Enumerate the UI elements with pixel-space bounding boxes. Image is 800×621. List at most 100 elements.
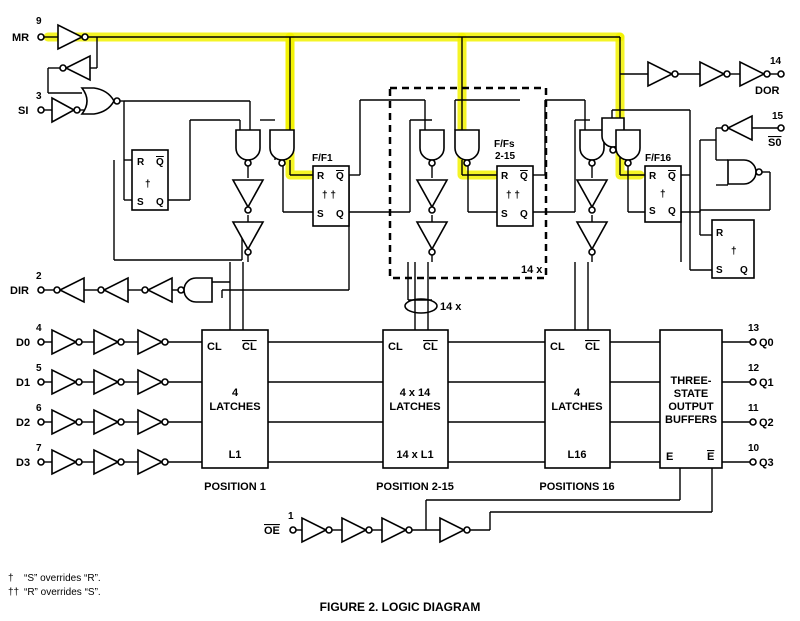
d0-buffer-3 bbox=[137, 328, 164, 356]
q3-pin-number: 10 bbox=[748, 443, 760, 454]
mr-pin-label: MR bbox=[12, 32, 29, 44]
dor-pin-label: DOR bbox=[755, 85, 780, 97]
pos1-bottom: L1 bbox=[229, 449, 242, 461]
ff1-r: R bbox=[317, 171, 325, 182]
d2-buffer-1 bbox=[51, 408, 78, 436]
d1-pin-number: 5 bbox=[36, 363, 42, 374]
mr-pin-number: 9 bbox=[36, 16, 42, 27]
footnote-2-text: “R” overrides “S”. bbox=[24, 587, 101, 598]
rs-latch-input: R Q † S Q bbox=[131, 149, 169, 211]
ff16-left-nand bbox=[579, 129, 605, 161]
buffers-line3: OUTPUT bbox=[668, 401, 714, 413]
ff1-s: S bbox=[317, 209, 324, 220]
rs-output-mark: † bbox=[731, 246, 737, 257]
pos215-bottom: 14 x L1 bbox=[396, 449, 433, 461]
d3-pin-label: D3 bbox=[16, 457, 30, 469]
footnote-1-mark: † bbox=[8, 573, 14, 584]
output-buffer-block: THREE- STATE OUTPUT BUFFERS E E bbox=[659, 329, 723, 469]
footnotes: †“S” overrides “R”. ††“R” overrides “S”. bbox=[8, 572, 101, 600]
d0-buffer-1 bbox=[51, 328, 78, 356]
latch-block-pos16: CL CL 4 LATCHES L16 bbox=[544, 329, 611, 469]
pos1-clbar: CL bbox=[242, 341, 257, 353]
dir-gate-1 bbox=[58, 276, 85, 304]
d3-buffer-2 bbox=[93, 448, 120, 476]
footnote-2: †† “R” overrides “S”. bbox=[8, 586, 101, 600]
oe-pin-number: 1 bbox=[288, 511, 294, 522]
ff215-left-nand bbox=[419, 129, 445, 161]
ff16-s: S bbox=[649, 206, 656, 217]
d1-buffer-2 bbox=[93, 368, 120, 396]
bus-bundle-mark bbox=[404, 298, 438, 314]
si-buffer-gate bbox=[51, 96, 76, 124]
buffers-line2: STATE bbox=[674, 388, 708, 400]
ff215-right-nand bbox=[454, 129, 480, 161]
buffers-ebar: E bbox=[707, 451, 714, 463]
ff1-mark: † † bbox=[322, 190, 336, 201]
si-pin-number: 3 bbox=[36, 91, 42, 102]
mr-buffer-gate bbox=[57, 23, 84, 51]
si-pin-label: SI bbox=[18, 105, 28, 117]
rs-output-s: S bbox=[716, 265, 723, 276]
rs-input-s: S bbox=[137, 197, 144, 208]
pos215-line2: LATCHES bbox=[389, 401, 440, 413]
footnote-2-mark: †† bbox=[8, 587, 20, 598]
ff215-title-2: 2-15 bbox=[495, 151, 515, 162]
d0-buffer-2 bbox=[93, 328, 120, 356]
pos215-clbar: CL bbox=[423, 341, 438, 353]
latch-block-pos215: CL CL 4 x 14 LATCHES 14 x L1 bbox=[382, 329, 449, 469]
repeat-box-label: 14 x bbox=[521, 264, 543, 276]
d3-pin-number: 7 bbox=[36, 443, 42, 454]
pos215-line1: 4 x 14 bbox=[400, 387, 431, 399]
d1-buffer-3 bbox=[137, 368, 164, 396]
position-2-15-label: POSITION 2-15 bbox=[376, 481, 454, 493]
q1-pin-label: Q1 bbox=[759, 377, 774, 389]
pos215-cl: CL bbox=[388, 341, 403, 353]
gates bbox=[51, 23, 771, 544]
ff215-mark: † † bbox=[506, 190, 520, 201]
d1-pin-label: D1 bbox=[16, 377, 30, 389]
ff215-title-1: F/Fs bbox=[494, 139, 515, 150]
d2-buffer-3 bbox=[137, 408, 164, 436]
ff1-upper-inverter bbox=[231, 179, 265, 209]
ff16-right-nand bbox=[615, 129, 641, 161]
oe-buffer-1 bbox=[301, 516, 328, 544]
d2-pin-label: D2 bbox=[16, 417, 30, 429]
rs-input-q: Q bbox=[156, 197, 164, 208]
dir-gate-2 bbox=[102, 276, 129, 304]
pos16-line2: LATCHES bbox=[551, 401, 602, 413]
pos16-line1: 4 bbox=[574, 387, 581, 399]
flipflop-ff215: F/Fs 2-15 R Q † † S Q bbox=[494, 139, 534, 227]
ff1-left-nand bbox=[235, 129, 261, 161]
pos16-cl: CL bbox=[550, 341, 565, 353]
figure-title: FIGURE 2. LOGIC DIAGRAM bbox=[319, 600, 481, 614]
d2-buffer-2 bbox=[93, 408, 120, 436]
pin-terminals bbox=[37, 33, 785, 534]
pos16-bottom: L16 bbox=[568, 449, 587, 461]
ff16-r: R bbox=[649, 171, 657, 182]
dor-pin-number: 14 bbox=[770, 56, 782, 67]
oe-buffer-3 bbox=[381, 516, 408, 544]
latch-block-pos1: CL CL 4 LATCHES L1 bbox=[201, 329, 269, 469]
oe-buffer-2 bbox=[341, 516, 368, 544]
position-16-label: POSITIONS 16 bbox=[539, 481, 614, 493]
rs-latch-output: R † S Q bbox=[711, 219, 755, 279]
so-pin-label: S0 bbox=[768, 137, 781, 149]
ff1-title: F/F1 bbox=[312, 153, 333, 164]
oe-buffer-4 bbox=[439, 516, 466, 544]
rs-input-r: R bbox=[137, 157, 145, 168]
rs-input-mark: † bbox=[145, 179, 151, 190]
bus-bundle-label: 14 x bbox=[440, 301, 462, 313]
oe-pin-label: OE bbox=[264, 525, 280, 537]
buffers-line1: THREE- bbox=[671, 375, 712, 387]
buffers-e: E bbox=[666, 451, 673, 463]
flipflop-ff16: F/F16 R Q † S Q bbox=[644, 153, 682, 223]
pos1-cl: CL bbox=[207, 341, 222, 353]
position-1-label: POSITION 1 bbox=[204, 481, 266, 493]
dir-pin-label: DIR bbox=[10, 285, 29, 297]
ff16-q: Q bbox=[668, 206, 676, 217]
ff16-upper-inverter bbox=[575, 179, 609, 209]
rs-output-q: Q bbox=[740, 265, 748, 276]
dor-gate-1 bbox=[647, 60, 674, 88]
q0-pin-label: Q0 bbox=[759, 337, 774, 349]
d0-pin-label: D0 bbox=[16, 337, 30, 349]
